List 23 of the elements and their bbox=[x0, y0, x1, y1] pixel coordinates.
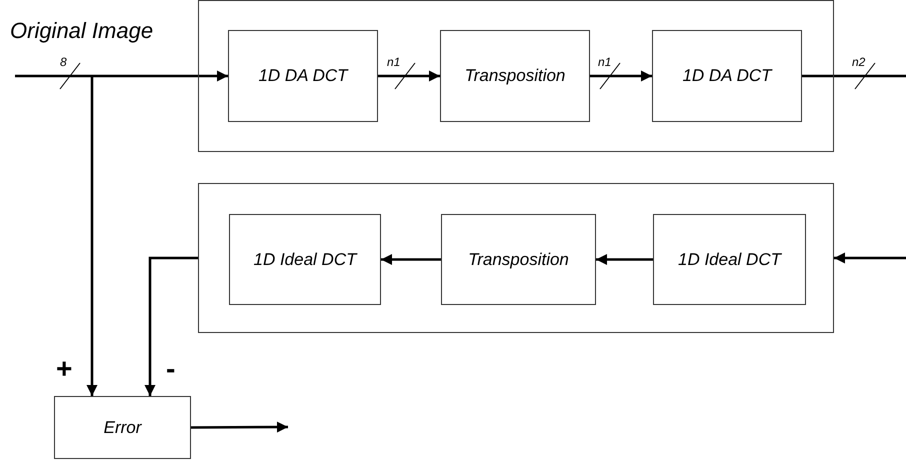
box-label: 1D DA DCT bbox=[682, 66, 772, 86]
bus-width-label: n2 bbox=[852, 56, 866, 68]
container-box bbox=[198, 183, 834, 333]
process-box bbox=[229, 214, 381, 305]
process-box bbox=[228, 30, 378, 122]
bus-width-label: n1 bbox=[387, 56, 400, 68]
process-box bbox=[440, 30, 590, 122]
box-label: 1D Ideal DCT bbox=[678, 250, 781, 270]
process-box bbox=[652, 30, 802, 122]
sign-label: + bbox=[56, 355, 72, 383]
process-box bbox=[441, 214, 596, 305]
process-box bbox=[54, 396, 191, 459]
box-label: Transposition bbox=[464, 66, 566, 86]
sign-label: - bbox=[166, 355, 176, 383]
box-label: 1D Ideal DCT bbox=[254, 250, 356, 270]
process-box bbox=[653, 214, 806, 305]
container-box bbox=[198, 0, 834, 152]
input-label: Original Image bbox=[10, 18, 154, 44]
bus-width-label: n1 bbox=[598, 56, 612, 68]
bus-width-label: 8 bbox=[60, 56, 67, 68]
box-label: Transposition bbox=[468, 250, 569, 270]
box-label: Error bbox=[104, 418, 142, 438]
box-label: 1D DA DCT bbox=[258, 66, 348, 86]
